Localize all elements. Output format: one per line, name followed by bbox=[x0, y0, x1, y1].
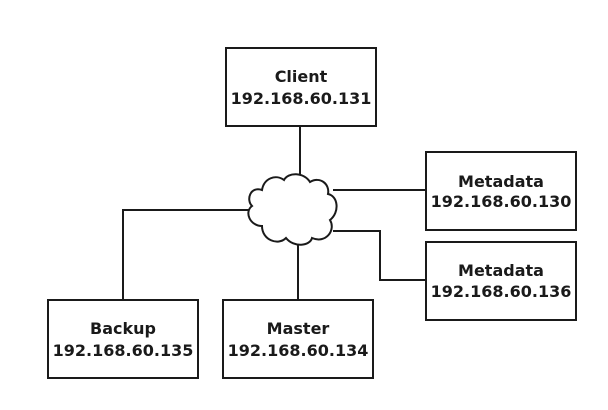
node-metadata-136-name: Metadata bbox=[458, 261, 544, 280]
node-client: Client 192.168.60.131 bbox=[225, 47, 377, 127]
node-metadata-136-ip: 192.168.60.136 bbox=[431, 282, 572, 301]
node-master-box bbox=[222, 299, 374, 379]
node-backup: Backup 192.168.60.135 bbox=[47, 299, 199, 379]
node-backup-ip: 192.168.60.135 bbox=[53, 341, 194, 360]
link-cloud-backup bbox=[122, 209, 250, 300]
node-metadata-130-ip: 192.168.60.130 bbox=[431, 192, 572, 211]
node-client-ip: 192.168.60.131 bbox=[231, 89, 372, 108]
node-metadata-130-box bbox=[425, 151, 577, 231]
cloud-icon bbox=[247, 173, 338, 246]
node-backup-box bbox=[47, 299, 199, 379]
node-master: Master 192.168.60.134 bbox=[222, 299, 374, 379]
node-metadata-130-name: Metadata bbox=[458, 172, 544, 191]
node-client-name: Client bbox=[275, 67, 328, 86]
node-metadata-136: Metadata 192.168.60.136 bbox=[425, 241, 577, 321]
node-metadata-136-box bbox=[425, 241, 577, 321]
connections bbox=[122, 126, 426, 300]
node-metadata-130: Metadata 192.168.60.130 bbox=[425, 151, 577, 231]
node-master-ip: 192.168.60.134 bbox=[228, 341, 369, 360]
link-cloud-metadata-136 bbox=[333, 230, 426, 281]
node-backup-name: Backup bbox=[90, 319, 156, 338]
node-master-name: Master bbox=[267, 319, 330, 338]
node-client-box bbox=[225, 47, 377, 127]
